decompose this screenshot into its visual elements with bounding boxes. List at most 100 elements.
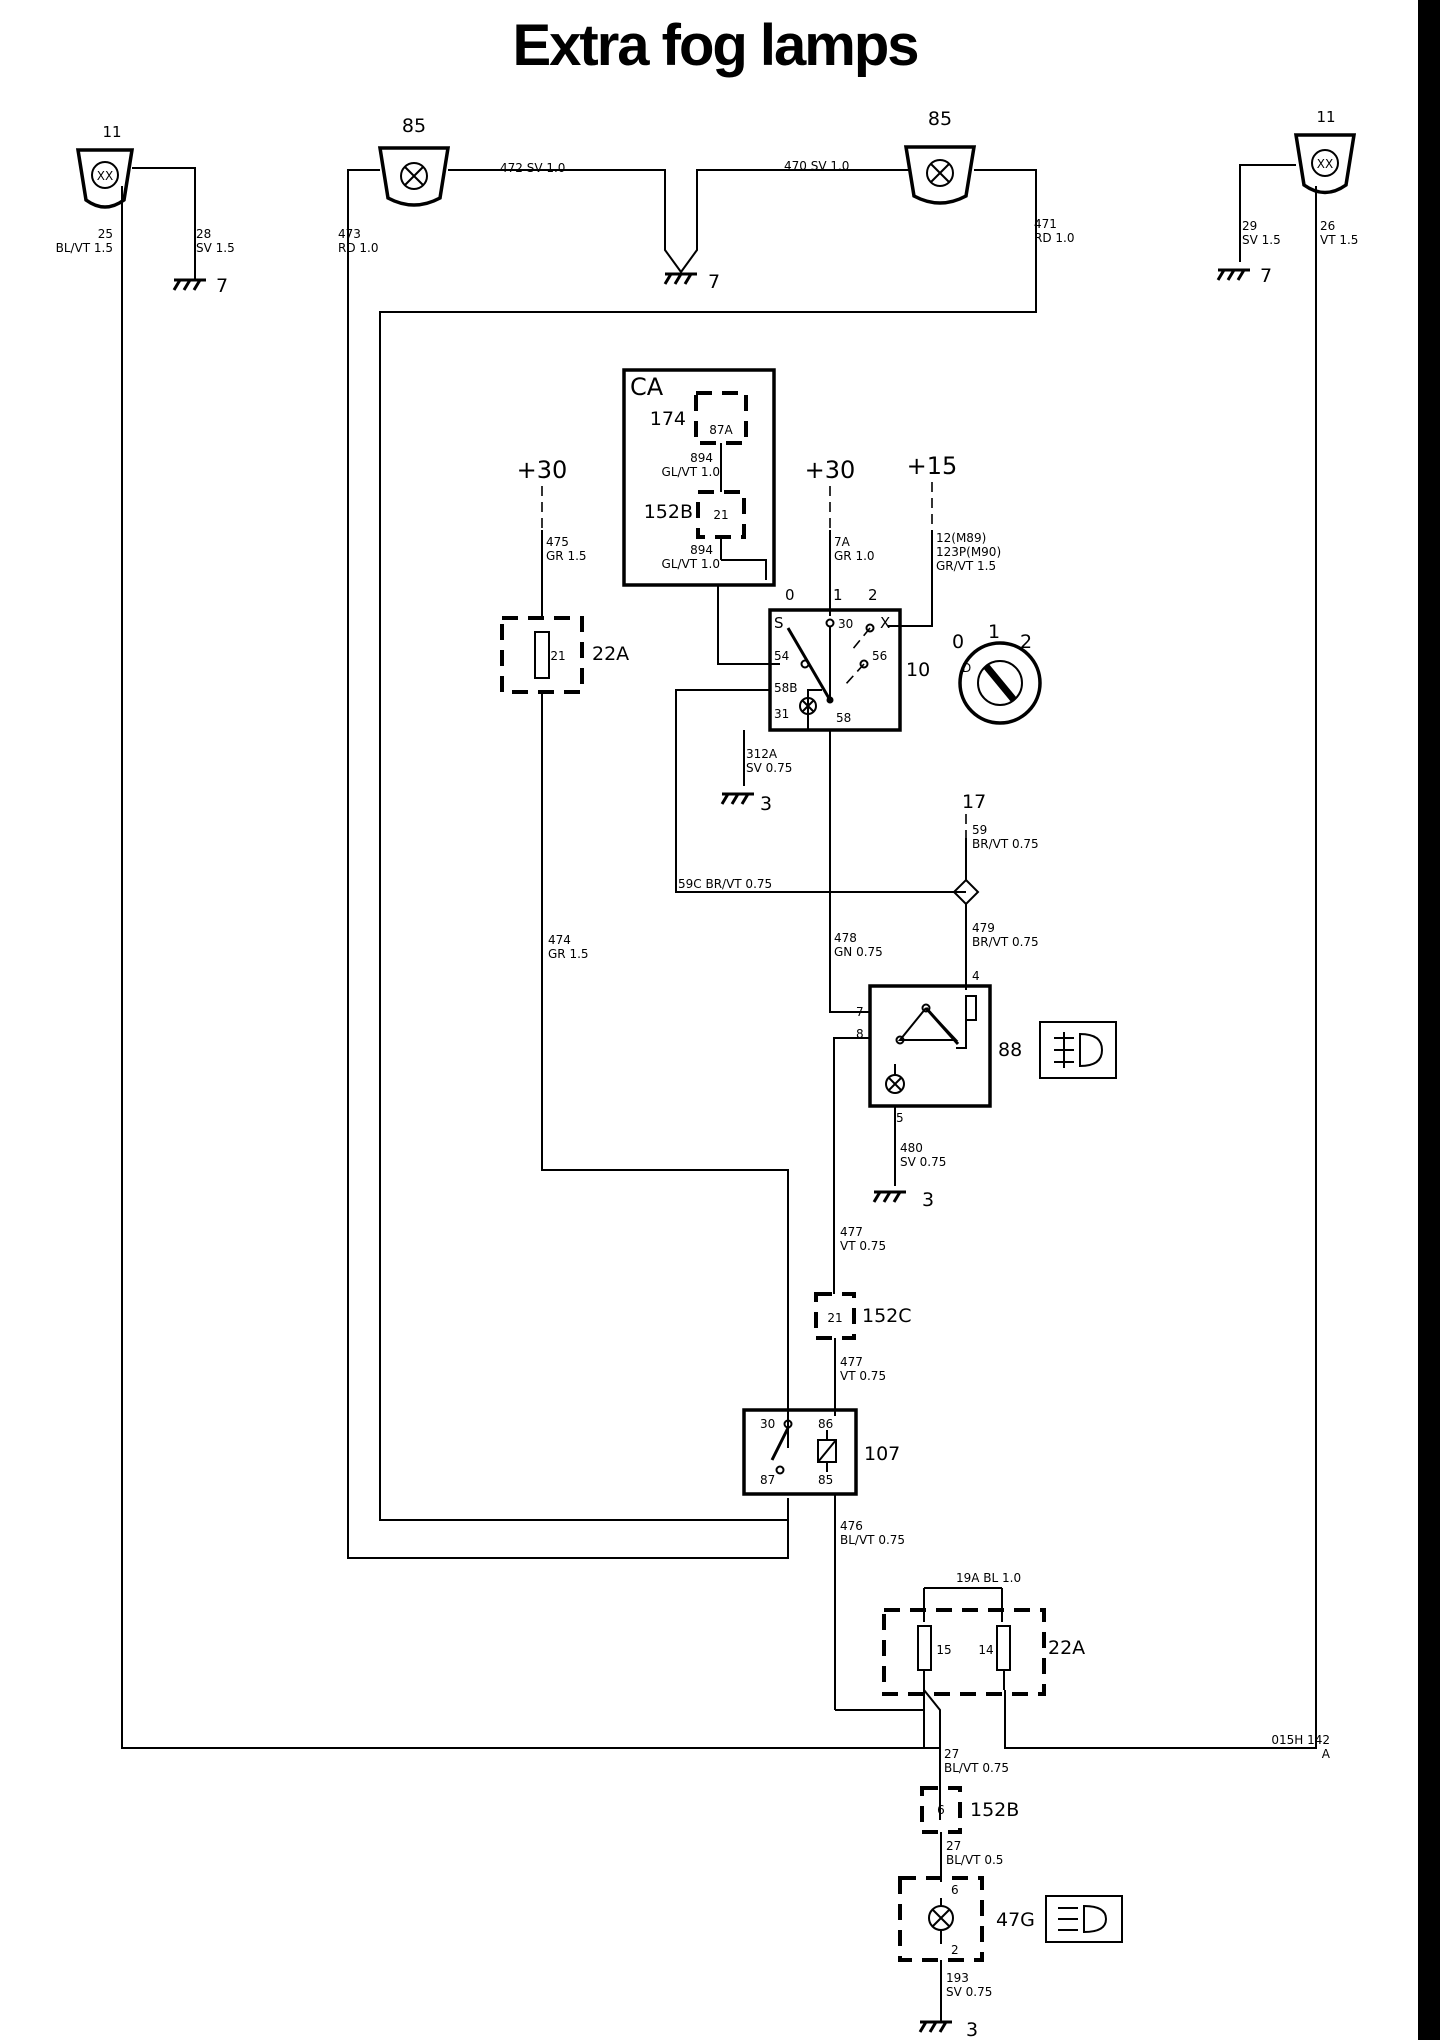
- terminal: 4: [972, 969, 980, 983]
- diagram-title: Extra fog lamps: [512, 13, 919, 78]
- wire-id: 477: [840, 1225, 863, 1239]
- wire-spec: GR 1.5: [548, 947, 589, 961]
- wire-spec: BL/VT 0.5: [946, 1853, 1003, 1867]
- wire-id: 27: [944, 1747, 959, 1761]
- terminal: 58: [836, 711, 851, 725]
- wire-id: 7A: [834, 535, 851, 549]
- wire-id: 475: [546, 535, 569, 549]
- wire-id: 29: [1242, 219, 1257, 233]
- wire-spec: SV 0.75: [746, 761, 792, 775]
- terminal: X: [880, 614, 890, 632]
- fuse-number: 15: [936, 1643, 951, 1657]
- wire-spec: BR/VT 0.75: [972, 837, 1039, 851]
- wire-id: 894: [690, 451, 713, 465]
- relay-107: 30 86 87 85 107: [742, 1408, 900, 1496]
- wire-id: 479: [972, 921, 995, 935]
- connector-value: 6: [937, 1803, 945, 1817]
- fuse-value: 87A: [709, 423, 733, 437]
- knob-d: D: [962, 661, 971, 675]
- ground-symbol: [1216, 268, 1252, 282]
- terminal: 6: [951, 1883, 959, 1897]
- wire-spec: BR/VT 0.75: [972, 935, 1039, 949]
- relay-label: 107: [864, 1443, 900, 1465]
- wire-label: 472 SV 1.0: [500, 161, 565, 175]
- connector-152c: 21 152C: [814, 1292, 912, 1340]
- wire-id: 478: [834, 931, 857, 945]
- lamp-symbol: XX: [1317, 157, 1333, 171]
- fuse-22a-bottom: 15 14 22A: [882, 1608, 1085, 1696]
- knob-pos: 2: [1020, 631, 1032, 653]
- terminal: 58B: [774, 681, 798, 695]
- wire-id: 471: [1034, 217, 1057, 231]
- terminal: 2: [951, 1943, 959, 1957]
- fuse-value: 21: [550, 649, 565, 663]
- fuse-number: 14: [978, 1643, 993, 1657]
- switch-label: 10: [906, 659, 930, 681]
- connector-label: 152C: [862, 1305, 912, 1327]
- switch-pos: 0: [785, 586, 795, 604]
- wire-id: 473: [338, 227, 361, 241]
- wire-spec: BL/VT 0.75: [944, 1761, 1009, 1775]
- wire-spec: GR 1.0: [834, 549, 875, 563]
- lamp-id: 85: [402, 115, 426, 137]
- ground-symbol: [172, 278, 208, 292]
- switch-pos: 1: [833, 586, 843, 604]
- wire-spec: 123P(M90): [936, 545, 1001, 559]
- wire-id: 25: [98, 227, 113, 241]
- wire-spec: BL/VT 1.5: [56, 241, 113, 255]
- terminal: 8: [856, 1027, 864, 1041]
- ground-label: 3: [760, 793, 772, 815]
- wire-spec: GN 0.75: [834, 945, 883, 959]
- front-fog-light-icon: [1039, 1021, 1117, 1079]
- indicator-lamp-47g: 6 2 47G: [898, 1876, 1035, 1962]
- wire-spec: VT 0.75: [840, 1369, 886, 1383]
- fuse-label: 22A: [592, 643, 629, 665]
- wire-spec: SV 1.5: [1242, 233, 1281, 247]
- lamp-id: 11: [1316, 108, 1335, 126]
- wire-id: 477: [840, 1355, 863, 1369]
- ground-symbol: [872, 1190, 908, 1204]
- fog-lamp-left-outer: XX 11: [75, 123, 135, 209]
- wire-spec: SV 0.75: [946, 1985, 992, 1999]
- lamp-label: 47G: [996, 1909, 1035, 1931]
- wire-label: 19A BL 1.0: [956, 1571, 1021, 1585]
- terminal: S: [774, 614, 784, 632]
- wire-spec: VT 0.75: [840, 1239, 886, 1253]
- ground-label: 7: [708, 271, 720, 293]
- wire-spec: GL/VT 1.0: [662, 465, 720, 479]
- terminal: 7: [856, 1005, 864, 1019]
- wire-spec: VT 1.5: [1320, 233, 1358, 247]
- page-edge-bar: [1418, 0, 1440, 2040]
- fog-light-indicator-icon: [1045, 1895, 1123, 1943]
- ground-label: 3: [966, 2019, 978, 2040]
- lamp-symbol: XX: [97, 169, 113, 183]
- fog-lamp-right-inner: 85: [903, 108, 977, 205]
- switch-pos: 2: [868, 586, 878, 604]
- connector-value: 21: [713, 508, 728, 522]
- fuse-label: 22A: [1048, 1637, 1085, 1659]
- wire-spec: GR/VT 1.5: [936, 559, 996, 573]
- connector-label: 152B: [644, 501, 693, 523]
- terminal: 31: [774, 707, 789, 721]
- terminal: 56: [872, 649, 887, 663]
- fog-lamp-right-outer: XX 11: [1293, 108, 1357, 195]
- ground-symbol: [918, 2020, 954, 2034]
- wire-id: 59: [972, 823, 987, 837]
- wire-id: 27: [946, 1839, 961, 1853]
- wire-id: 312A: [746, 747, 778, 761]
- wire-spec: RD 1.0: [338, 241, 378, 255]
- wire-spec: GL/VT 1.0: [662, 557, 720, 571]
- lamp-id: 11: [102, 123, 121, 141]
- supply-label: +30: [805, 456, 856, 484]
- wire-label: 59C BR/VT 0.75: [678, 877, 772, 891]
- wire-id: 894: [690, 543, 713, 557]
- knob-pos: 1: [988, 621, 1000, 643]
- reference-code: A: [1322, 1747, 1331, 1761]
- ground-symbol: [663, 272, 699, 286]
- connector-152b-bottom: 6 152B: [920, 1786, 1019, 1834]
- terminal: 86: [818, 1417, 833, 1431]
- reference-code: 015H 142: [1271, 1733, 1330, 1747]
- connector-value: 21: [827, 1311, 842, 1325]
- lamp-id: 85: [928, 108, 952, 130]
